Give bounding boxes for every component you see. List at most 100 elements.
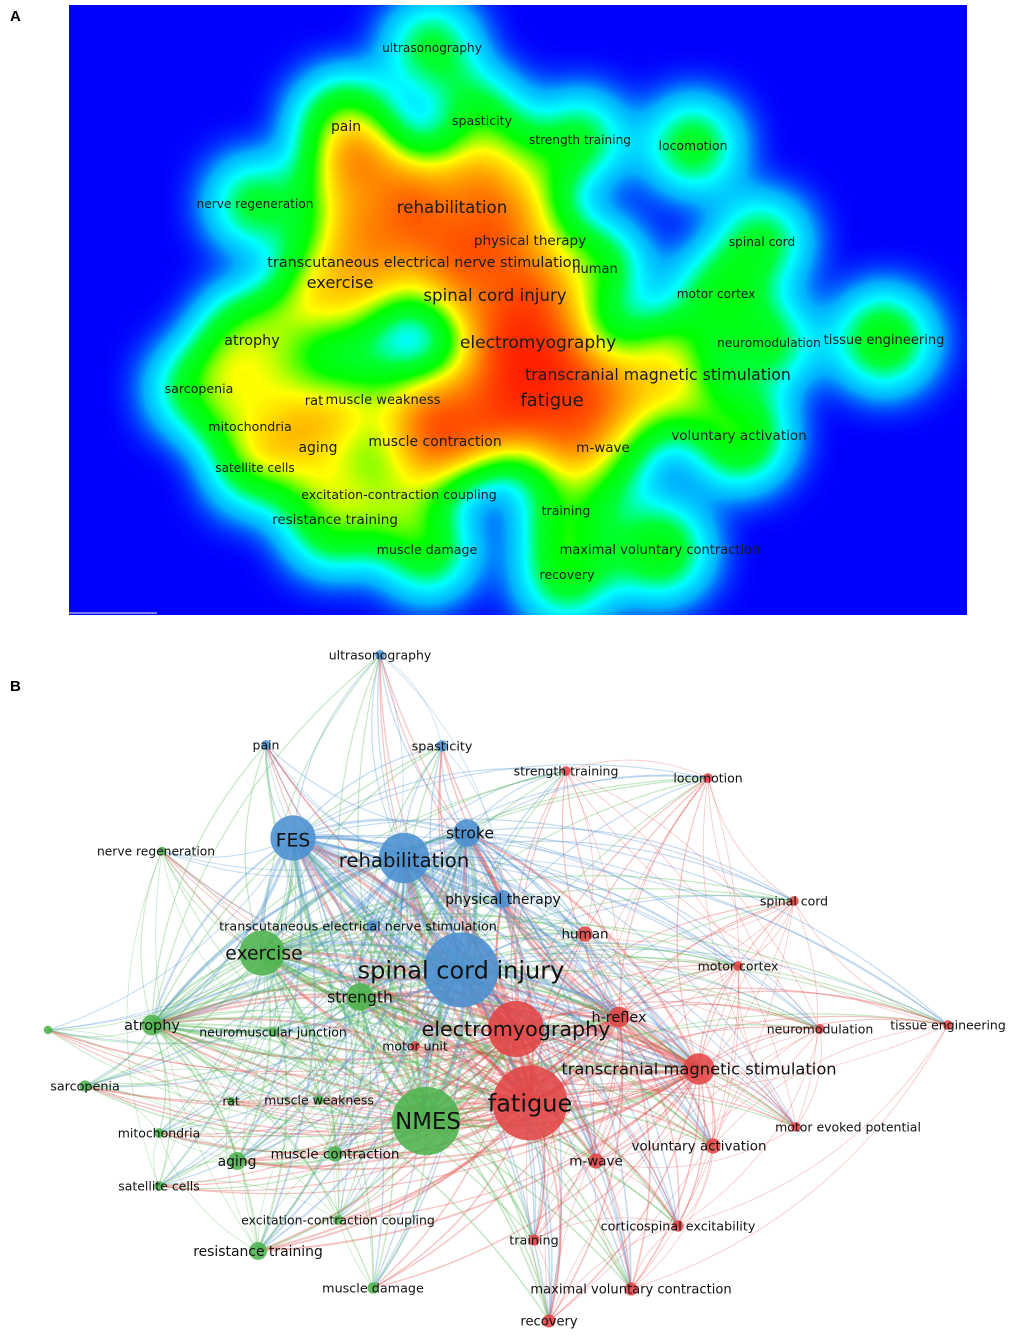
edge-fatigue-atrophy xyxy=(151,1017,531,1104)
edge-excitation-contraction-coupling-tms xyxy=(337,1068,700,1221)
edge-rehabilitation-atrophy xyxy=(151,856,405,1026)
edge-sarcopenia-h-reflex xyxy=(84,1016,620,1107)
edge-m-wave-spinal-cord xyxy=(595,900,795,1162)
edge-motor-unit-atrophy xyxy=(151,1010,416,1047)
edge-aging-fes xyxy=(236,837,302,1162)
node-aging xyxy=(228,1152,246,1170)
edge-spinal-cord-tissue-engineering xyxy=(793,900,949,1026)
edge-spasticity-nmes xyxy=(399,745,443,1122)
density-label-fatigue: fatigue xyxy=(520,390,583,411)
edge-motor-evoked-potential-exercise xyxy=(261,951,797,1128)
edge-neuromodulation-h-reflex xyxy=(618,1003,821,1030)
edge-satellite-cells-rehabilitation xyxy=(158,857,405,1187)
edge-corticospinal-excitability-nmes xyxy=(425,1120,679,1227)
density-label-tms: transcranial magnetic stimulation xyxy=(525,365,791,384)
edge-locomotion-neuromodulation xyxy=(707,777,821,1030)
edge-motor-cortex-training xyxy=(533,965,739,1241)
edge-muscle-contraction-tms xyxy=(334,1068,700,1159)
edge-resistance-training-strength xyxy=(257,996,361,1252)
edge-spinal-cord-voluntary-activation xyxy=(711,900,795,1147)
edge-ultrasonography-exercise xyxy=(261,654,381,954)
edge-rehabilitation-tms xyxy=(402,857,700,1071)
edge-neuromuscular-junction-fes xyxy=(272,837,303,1033)
edge-electromyography-atrophy xyxy=(151,993,517,1031)
edge-aging-sarcopenia xyxy=(84,1085,238,1162)
edge-motor-cortex-motor-evoked-potential xyxy=(737,965,797,1128)
edge-corticospinal-excitability-h-reflex xyxy=(618,1016,680,1227)
edge-fes-atrophy xyxy=(150,837,294,1026)
edge-pain-spinal-cord-injury xyxy=(265,744,462,971)
edge-maximal-voluntary-contraction-nmes xyxy=(425,1120,632,1290)
edge-excitation-contraction-coupling-strength xyxy=(337,996,372,1221)
edge-locomotion-electromyography xyxy=(515,777,709,1030)
edge-muscle-contraction-neuromuscular-junction xyxy=(272,1031,336,1155)
edge-motor-evoked-potential-spinal-cord-injury xyxy=(460,969,797,1128)
edge-sarcopenia-tms xyxy=(84,1068,700,1134)
node-tens xyxy=(366,920,378,932)
edge-physical-therapy-atrophy xyxy=(151,897,504,1026)
edge-muscle-contraction-resistance-training xyxy=(257,1153,336,1252)
edge-fes-nmes xyxy=(291,837,428,1123)
edge-strength-training-atrophy xyxy=(151,770,567,1026)
density-blob-resistance-training xyxy=(287,472,383,568)
density-blob-ultrasonography xyxy=(390,6,474,90)
node-strength-training xyxy=(561,766,571,776)
density-label-spinal-cord: spinal cord xyxy=(729,235,795,249)
edge-strength-training-h-reflex xyxy=(561,770,620,1018)
density-label-exercise: exercise xyxy=(307,273,374,292)
density-label-satellite-cells: satellite cells xyxy=(215,461,294,475)
edge-ultrasonography-nmes xyxy=(357,654,427,1122)
edge-strength-stroke xyxy=(359,832,469,999)
edge-unlabeled-green-rehabilitation xyxy=(47,857,405,1031)
edge-muscle-weakness-sarcopenia xyxy=(84,1068,320,1101)
node-label-muscle-damage: muscle damage xyxy=(322,1281,424,1296)
node-label-pain: pain xyxy=(253,737,280,752)
edge-spinal-cord-injury-atrophy xyxy=(151,961,462,1026)
edge-corticospinal-excitability-recovery xyxy=(548,1225,679,1322)
node-label-physical-therapy: physical therapy xyxy=(445,892,561,908)
edge-electromyography-exercise xyxy=(261,950,518,1031)
edge-muscle-damage-exercise xyxy=(261,952,374,1289)
node-label-mitochondria: mitochondria xyxy=(118,1125,201,1140)
edge-motor-evoked-potential-nmes xyxy=(425,1090,797,1128)
edge-human-motor-cortex xyxy=(584,933,739,970)
edge-corticospinal-excitability-atrophy xyxy=(151,1024,679,1227)
edge-resistance-training-spinal-cord-injury xyxy=(257,969,462,1252)
edge-mitochondria-fatigue xyxy=(158,1102,531,1154)
edge-tissue-engineering-h-reflex xyxy=(618,990,949,1026)
edge-nerve-regeneration-tms xyxy=(161,850,700,1070)
density-label-recovery: recovery xyxy=(539,567,595,582)
node-label-rehabilitation: rehabilitation xyxy=(339,849,470,872)
edge-resistance-training-atrophy xyxy=(151,1024,259,1252)
edge-muscle-contraction-muscle-damage xyxy=(333,1153,374,1289)
edge-neuromodulation-stroke xyxy=(466,832,821,1030)
edge-motor-evoked-potential-electromyography xyxy=(515,1028,797,1128)
edge-corticospinal-excitability-maximal-voluntary-contraction xyxy=(630,1225,679,1290)
edge-voluntary-activation-fes xyxy=(292,837,714,1147)
edge-neuromuscular-junction-electromyography xyxy=(272,1028,517,1053)
edge-muscle-weakness-stroke xyxy=(318,832,468,1101)
edge-motor-cortex-stroke xyxy=(466,832,739,967)
edge-muscle-damage-stroke xyxy=(372,832,476,1289)
edge-atrophy-electromyography xyxy=(151,1023,517,1061)
edge-spinal-cord-strength xyxy=(359,894,795,998)
node-nmes xyxy=(391,1086,461,1156)
edge-nerve-regeneration-electromyography xyxy=(161,850,517,1030)
node-label-rat: rat xyxy=(222,1094,240,1108)
edge-maximal-voluntary-contraction-voluntary-activation xyxy=(630,1145,714,1290)
edge-ultrasonography-rehabilitation xyxy=(371,654,405,859)
node-tissue-engineering xyxy=(943,1020,953,1030)
edge-corticospinal-excitability-fes xyxy=(292,837,679,1227)
edge-locomotion-rehabilitation xyxy=(403,775,709,859)
edge-pain-fatigue xyxy=(265,744,531,1104)
edge-electromyography-fes xyxy=(292,836,518,1030)
edge-motor-evoked-potential-rehabilitation xyxy=(403,857,797,1128)
edge-unlabeled-green-fatigue xyxy=(47,1029,531,1119)
edge-mitochondria-spinal-cord-injury xyxy=(158,969,462,1134)
edge-maximal-voluntary-contraction-tissue-engineering xyxy=(630,1024,949,1290)
density-label-excitation-contraction-coupling: excitation-contraction coupling xyxy=(301,487,497,502)
edge-aging-muscle-weakness xyxy=(236,1099,320,1162)
edge-strength-training-fes xyxy=(292,767,567,839)
edge-recovery-atrophy xyxy=(151,1024,550,1322)
node-label-exercise: exercise xyxy=(225,944,302,965)
